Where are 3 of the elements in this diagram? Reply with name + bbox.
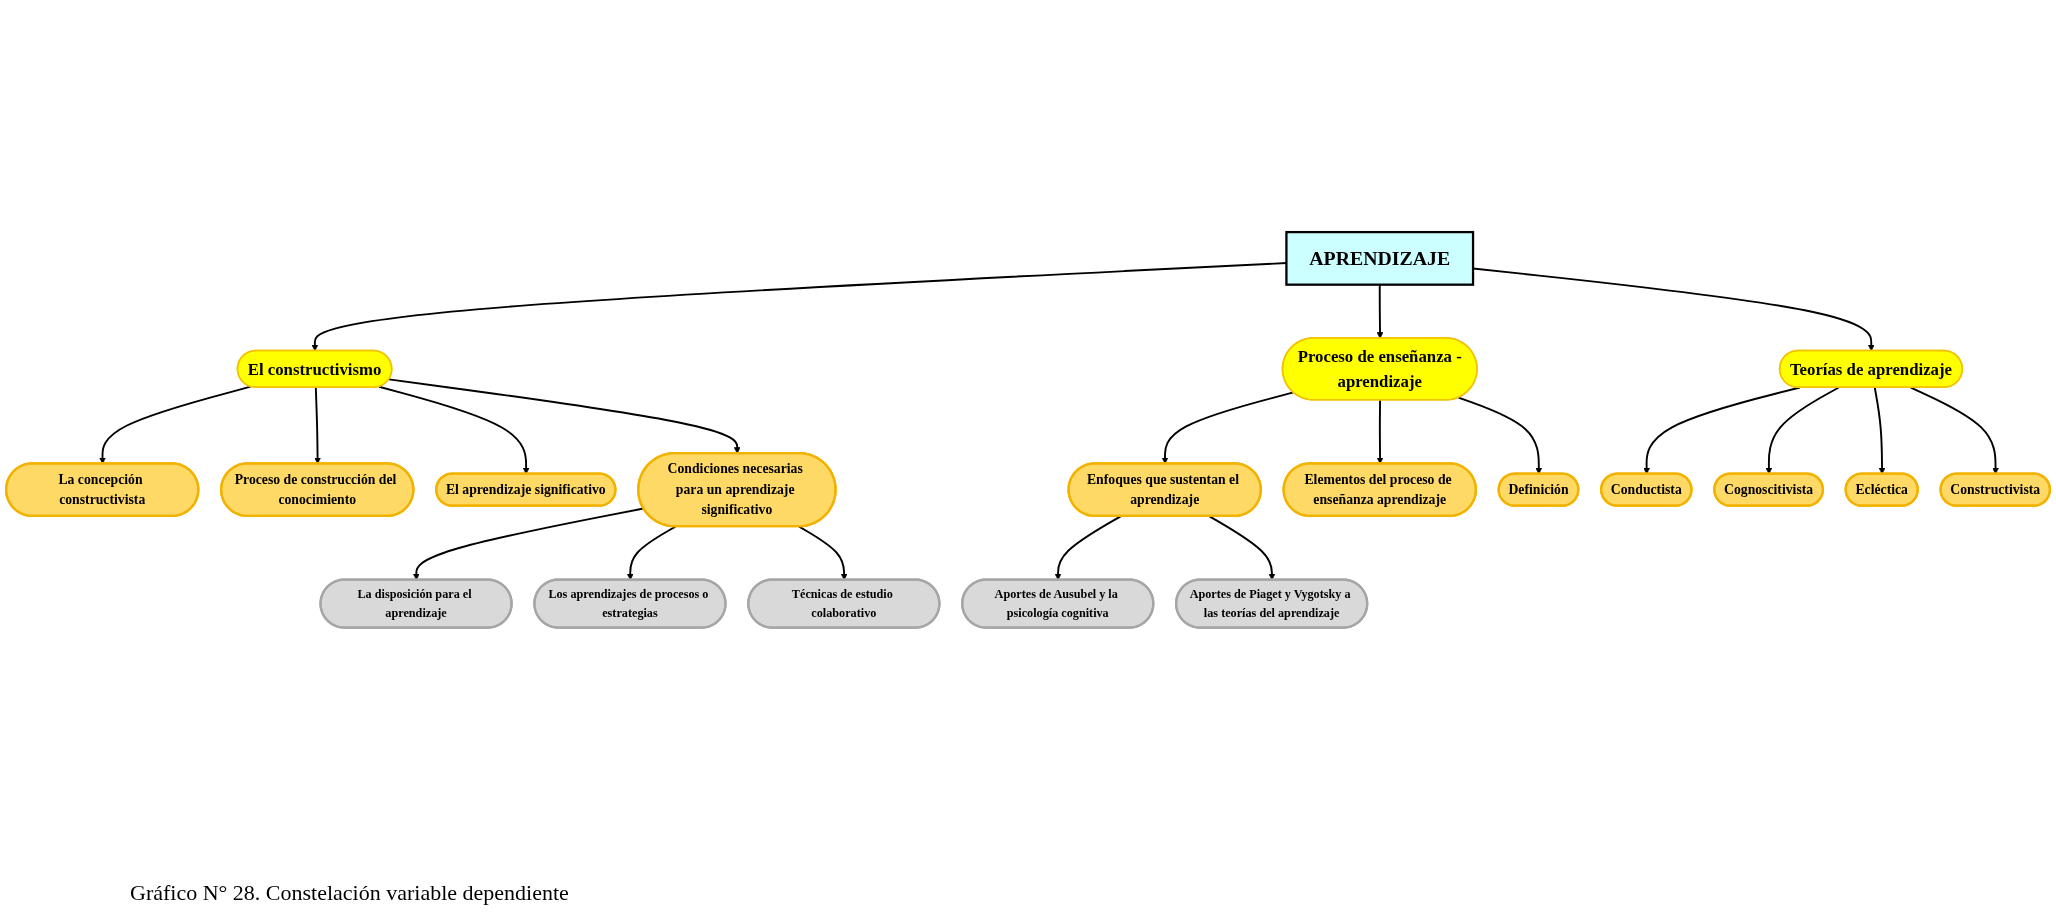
arrow [388, 378, 741, 454]
caption: Gráfico N° 28. Constelación variable dependiente [130, 880, 569, 906]
node-box: APRENDIZAJE [1285, 231, 1475, 286]
